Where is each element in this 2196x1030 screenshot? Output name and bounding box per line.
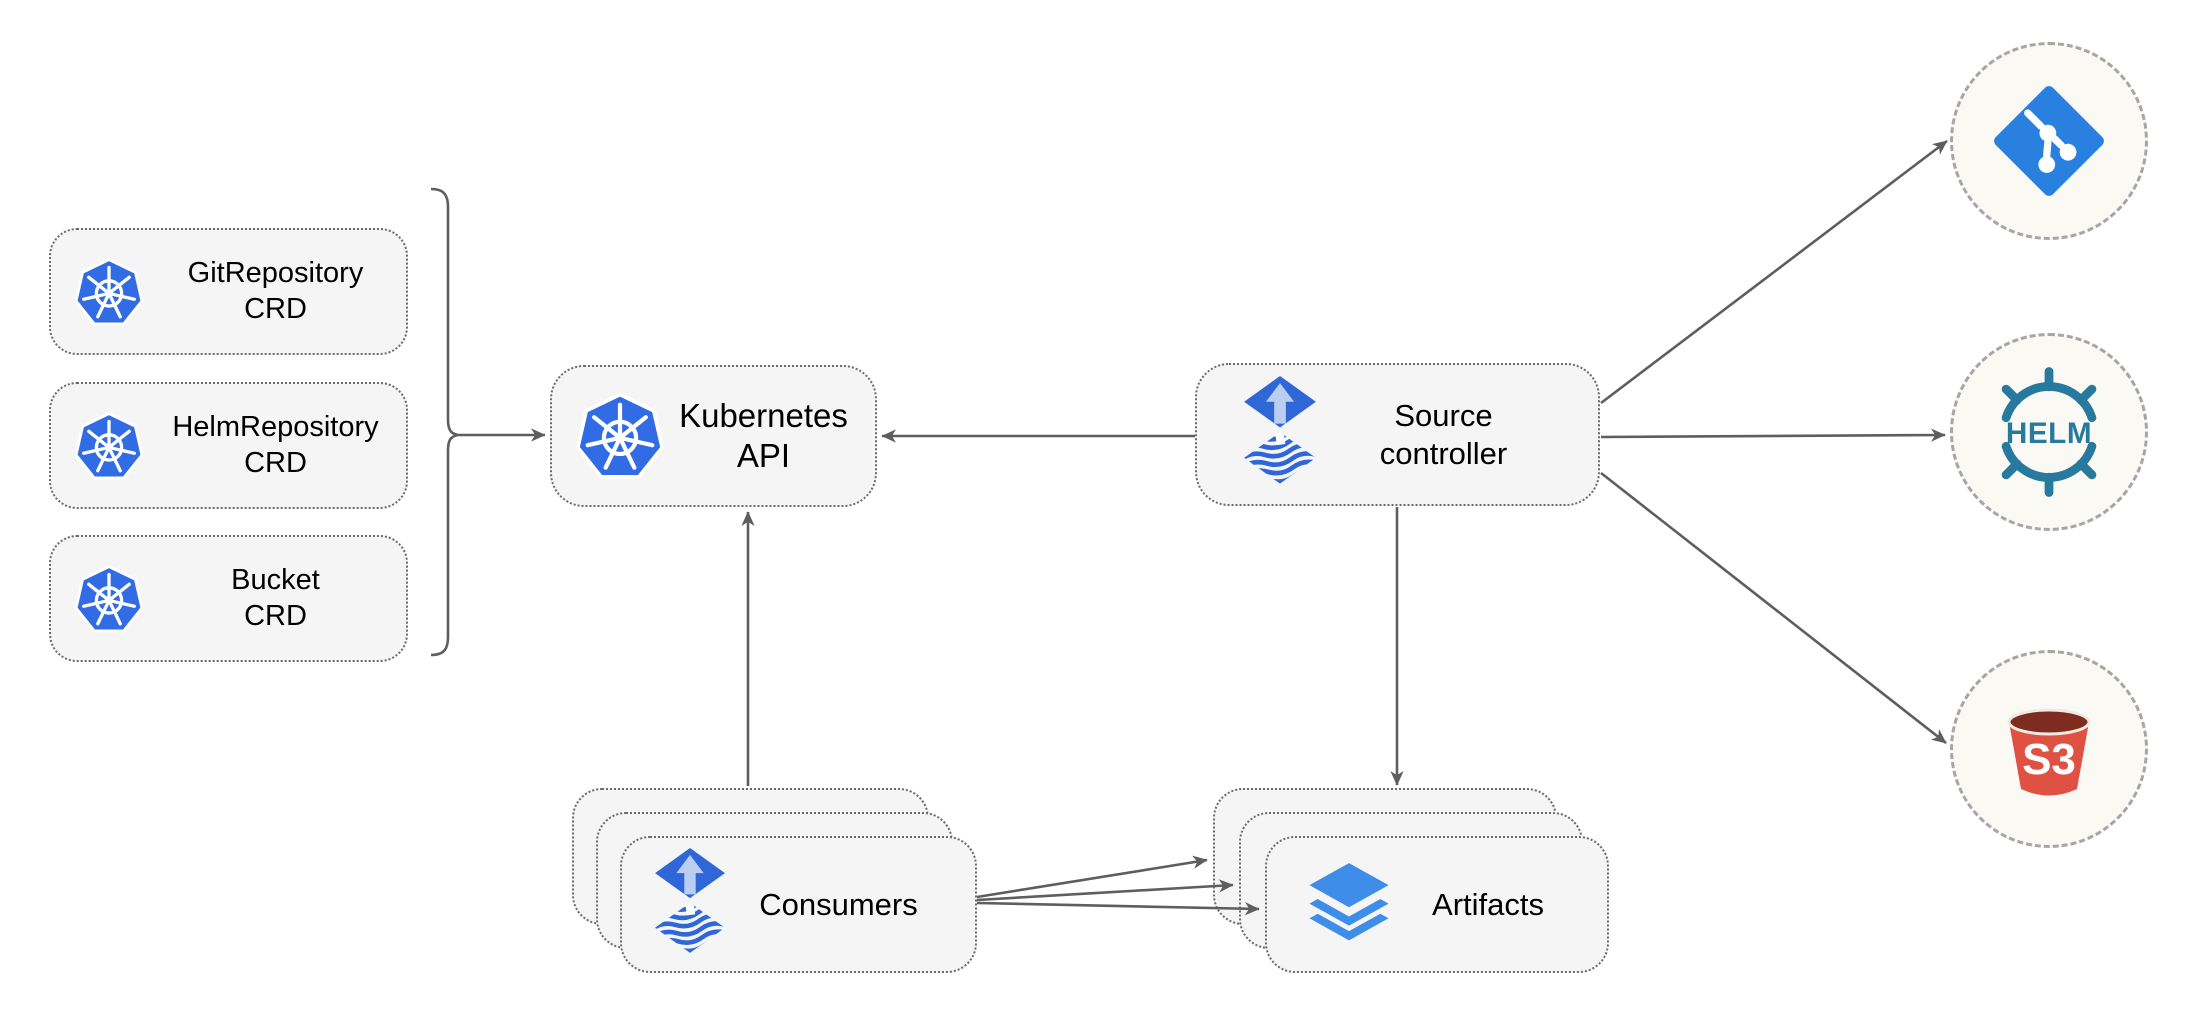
- edge-consumers-to-artifacts-2: [976, 879, 1234, 902]
- edge-consumers-to-artifacts-1: [976, 855, 1208, 899]
- s3-bucket-icon: S3: [1989, 689, 2109, 809]
- kubernetes-icon: [574, 390, 666, 482]
- consumers-label: Consumers: [759, 886, 918, 922]
- kubernetes-api-label: Kubernetes API: [679, 396, 848, 474]
- flux-icon: [652, 848, 728, 962]
- crd-box-label: HelmRepository CRD: [172, 411, 379, 479]
- git-icon: [1993, 85, 2105, 197]
- flux-icon: [1241, 376, 1319, 493]
- crd-box-label: GitRepository CRD: [187, 257, 364, 325]
- layers-icon: [1303, 862, 1395, 947]
- s3-source-circle: S3: [1950, 650, 2148, 848]
- edge-source-to-helm: [1600, 428, 1946, 442]
- helm-label: HELM: [2006, 417, 2092, 450]
- consumers-box: Consumers: [620, 836, 977, 973]
- source-controller-box: Source controller: [1195, 363, 1600, 506]
- git-source-circle: [1950, 42, 2148, 240]
- artifacts-box: Artifacts: [1265, 836, 1609, 973]
- crd-group-bracket: [430, 187, 459, 657]
- helm-source-circle: HELM: [1950, 333, 2148, 531]
- crd-box-label: Bucket CRD: [231, 564, 320, 632]
- kubernetes-icon: [73, 563, 145, 635]
- crd-box-helmrepository: HelmRepository CRD: [49, 382, 408, 509]
- kubernetes-icon: [73, 410, 145, 482]
- helm-icon: HELM: [1983, 366, 2115, 498]
- crd-box-gitrepository: GitRepository CRD: [49, 228, 408, 355]
- artifacts-label: Artifacts: [1432, 886, 1544, 922]
- s3-label: S3: [2022, 735, 2076, 784]
- kubernetes-api-box: Kubernetes API: [550, 365, 877, 507]
- edge-source-to-git: [1600, 139, 1948, 405]
- edge-source-to-s3: [1600, 471, 1947, 745]
- crd-box-bucket: Bucket CRD: [49, 535, 408, 662]
- kubernetes-icon: [73, 256, 145, 328]
- source-controller-label: Source controller: [1379, 397, 1508, 471]
